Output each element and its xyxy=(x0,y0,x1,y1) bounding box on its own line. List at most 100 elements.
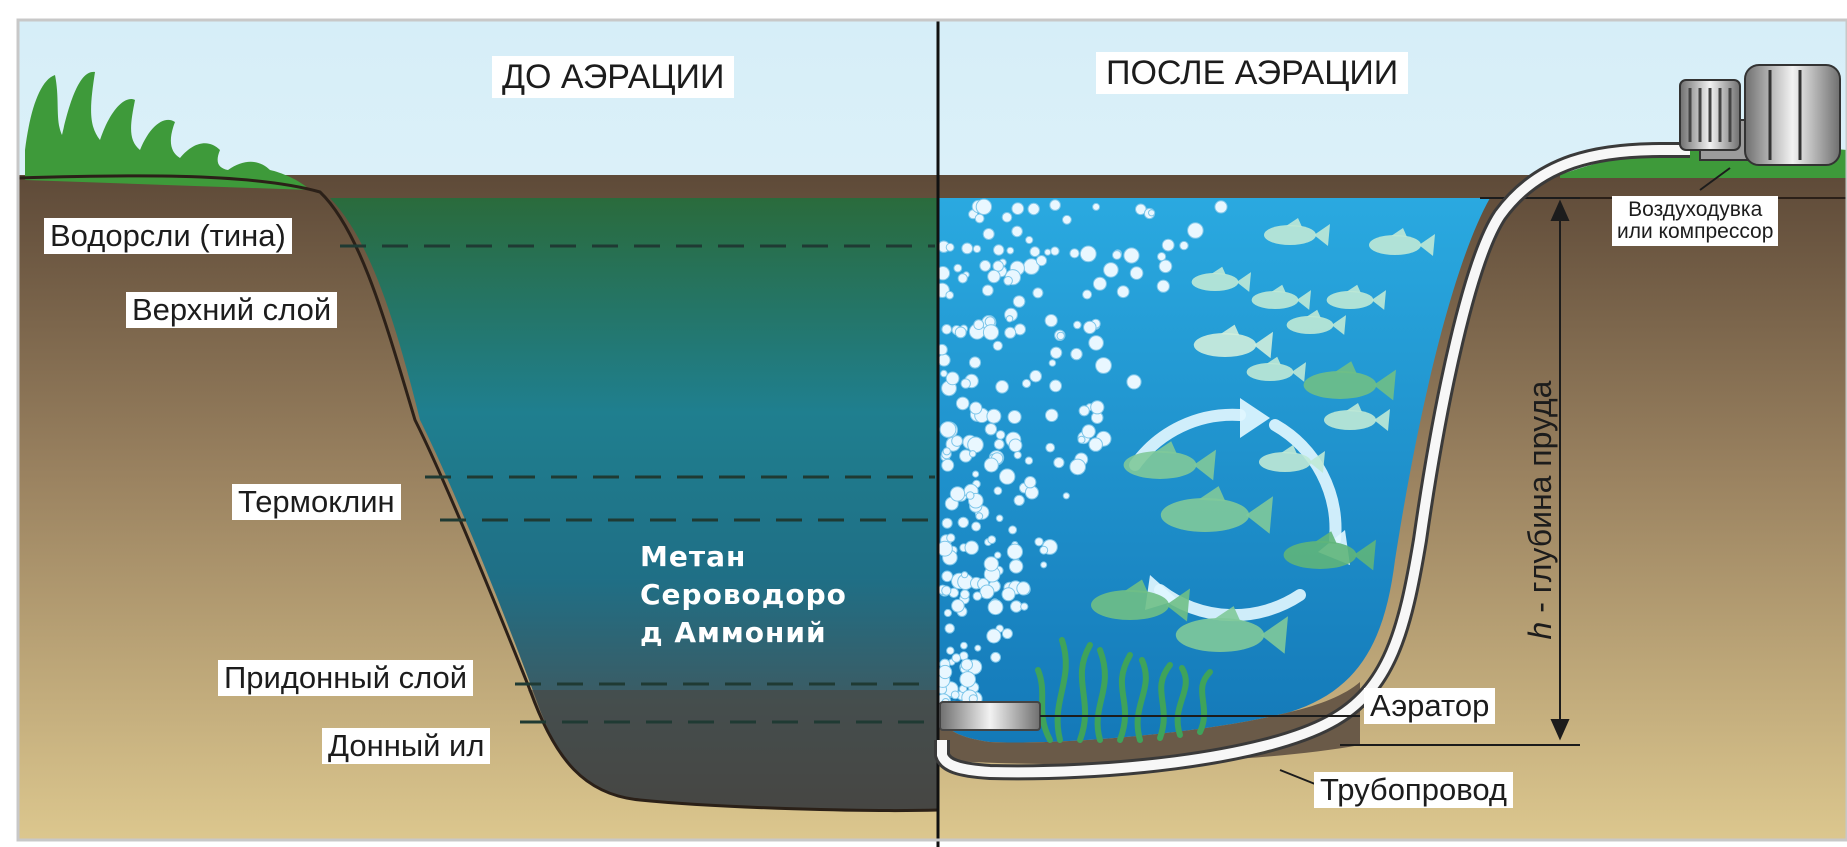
bubble xyxy=(943,608,953,618)
bubble xyxy=(993,486,1003,496)
bubble xyxy=(992,340,1003,351)
bubble xyxy=(1126,374,1142,390)
bubble xyxy=(1005,315,1014,323)
bubble xyxy=(972,591,982,601)
bubble xyxy=(982,324,1000,341)
bubble xyxy=(993,438,1005,450)
bubble xyxy=(1095,357,1112,374)
bubble xyxy=(967,436,984,454)
bubble xyxy=(941,324,953,335)
bubble xyxy=(941,517,953,529)
bubble xyxy=(1069,248,1080,259)
bubble xyxy=(959,589,970,600)
bubble xyxy=(1148,209,1156,217)
bubble xyxy=(1050,246,1060,256)
bubble xyxy=(987,599,1004,616)
bubble xyxy=(1090,400,1105,415)
label-bottom-layer: Придонный слой xyxy=(218,660,474,696)
fish-school xyxy=(1091,218,1435,654)
bubble xyxy=(1011,202,1025,216)
bubble xyxy=(1039,545,1049,555)
bubble xyxy=(986,408,1002,424)
fish-icon xyxy=(1246,356,1306,382)
bubble xyxy=(951,435,963,447)
fish-icon xyxy=(1303,361,1396,401)
bubble xyxy=(938,540,953,557)
bubble xyxy=(968,356,982,369)
bubble xyxy=(1069,458,1086,476)
bubble xyxy=(1081,424,1096,439)
depth-label: h - глубина пруда xyxy=(1520,330,1560,690)
bubble xyxy=(975,512,984,521)
bubble xyxy=(1025,235,1034,245)
bubble xyxy=(1029,246,1041,258)
bubble xyxy=(1062,214,1072,225)
air-bubbles xyxy=(938,198,1228,720)
bubble xyxy=(1045,442,1056,453)
bubble xyxy=(999,468,1016,485)
label-pipeline: Трубопровод xyxy=(1314,772,1513,808)
bubble xyxy=(1007,410,1022,424)
bubble xyxy=(946,646,955,655)
bubble xyxy=(1029,369,1042,383)
gas-methane: Метан xyxy=(640,540,747,573)
bubble xyxy=(957,516,969,529)
bubble xyxy=(1011,225,1023,238)
bubble xyxy=(990,651,1001,663)
bubble xyxy=(1088,437,1103,452)
silt-layer xyxy=(528,690,938,811)
bubble xyxy=(1083,320,1097,335)
bubble xyxy=(979,259,992,272)
bubble xyxy=(945,242,955,252)
bubble xyxy=(995,430,1006,440)
gas-hydrogen-sulfide: Сероводоро xyxy=(640,578,847,611)
bubble xyxy=(1004,326,1017,339)
bubble xyxy=(1078,405,1090,417)
bubble xyxy=(981,284,994,297)
bubble xyxy=(946,533,956,543)
fish-icon xyxy=(1369,228,1435,256)
label-blower: Воздуходувка или компрессор xyxy=(1612,196,1779,246)
bubble xyxy=(975,198,993,216)
bubble xyxy=(964,540,979,555)
bubble xyxy=(1040,561,1048,569)
bubble xyxy=(941,458,955,472)
bubble xyxy=(961,571,969,579)
bubble xyxy=(1112,250,1122,260)
bubble xyxy=(1088,335,1104,351)
bubble xyxy=(960,658,974,671)
fish-icon xyxy=(1326,284,1386,310)
seaweed xyxy=(1035,637,1213,743)
bubble xyxy=(1187,222,1204,239)
bubble xyxy=(941,570,954,583)
bubble xyxy=(987,269,1001,284)
after-aeration-title: ПОСЛЕ АЭРАЦИИ xyxy=(1096,52,1409,94)
fish-icon xyxy=(1286,309,1346,335)
fish-icon xyxy=(1091,579,1190,622)
bubble xyxy=(983,457,999,473)
bubble xyxy=(940,369,948,378)
layer-divider-lines xyxy=(340,244,935,724)
bubble xyxy=(995,380,1009,394)
bubble xyxy=(951,599,965,613)
fish-icon xyxy=(1264,218,1330,246)
bubble xyxy=(1049,379,1062,393)
bubble xyxy=(1032,287,1044,299)
bubble xyxy=(984,423,998,436)
bubble xyxy=(1053,457,1065,469)
bubble xyxy=(969,450,977,458)
bubble xyxy=(1012,295,1026,308)
fish-icon xyxy=(1123,441,1216,481)
bubble xyxy=(1034,537,1044,547)
bubble xyxy=(1092,276,1107,291)
bubble xyxy=(1035,255,1048,267)
bubble xyxy=(938,266,951,281)
bubble xyxy=(960,641,968,650)
bubble xyxy=(959,671,977,688)
bubble xyxy=(1049,346,1063,359)
fish-icon xyxy=(1324,403,1390,431)
algae-plant-icon xyxy=(25,71,310,190)
bubble xyxy=(941,585,952,596)
bubble xyxy=(993,244,1005,256)
